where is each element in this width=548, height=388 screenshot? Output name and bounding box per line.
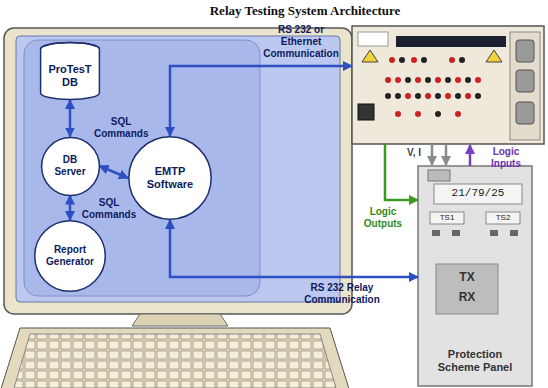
circle-shape — [41, 137, 99, 195]
edge-label: SQL Commands — [80, 197, 138, 221]
jack — [445, 77, 451, 83]
test-set — [352, 26, 544, 144]
node-text: DB Server — [48, 154, 92, 178]
side-panel — [510, 32, 540, 140]
jack — [425, 93, 431, 99]
jack — [475, 93, 481, 99]
ts-box — [486, 212, 520, 224]
monitor-bezel — [4, 28, 352, 314]
jack — [385, 77, 391, 83]
jack — [435, 93, 441, 99]
jack — [455, 93, 461, 99]
cylinder-body — [41, 43, 100, 100]
logic-input-wire — [469, 145, 472, 166]
jack — [405, 93, 411, 99]
jack — [475, 77, 481, 83]
relay-panel — [418, 166, 532, 386]
jack — [445, 93, 451, 99]
jack — [465, 77, 471, 83]
jack — [435, 111, 441, 117]
jack — [395, 111, 401, 117]
signal-wires — [170, 66, 470, 200]
vi-arrow — [445, 144, 448, 165]
monitor — [4, 28, 352, 326]
node-text: Protection Scheme Panel — [427, 348, 523, 374]
panel-window — [428, 170, 450, 181]
panel-switch — [452, 230, 460, 236]
node-text: Report Generator — [42, 244, 98, 268]
vi-arrow — [431, 144, 434, 165]
jack — [415, 93, 421, 99]
signal-label: Logic Outputs — [352, 206, 414, 230]
port-connector — [516, 102, 534, 124]
panel-body — [418, 166, 532, 386]
terminal-label: TS1 — [430, 213, 464, 223]
test-set-logo — [358, 32, 388, 46]
jack — [455, 77, 461, 83]
jack — [385, 93, 391, 99]
jack — [405, 77, 411, 83]
edge-label: RS 232 Relay Communication — [280, 282, 404, 306]
jack — [395, 77, 401, 83]
terminal-label: TS2 — [486, 213, 520, 223]
ts-box — [430, 212, 464, 224]
keyboard-body — [0, 328, 350, 388]
comm-label: TX — [437, 270, 497, 284]
panel-display — [434, 184, 522, 204]
jack — [421, 57, 427, 63]
power-switch — [358, 104, 374, 120]
relay-display-text: 21/79/25 — [436, 187, 520, 200]
jack — [435, 77, 441, 83]
jack — [425, 77, 431, 83]
jack — [455, 111, 461, 117]
jack — [465, 93, 471, 99]
jack — [395, 93, 401, 99]
keyboard — [0, 328, 350, 388]
monitor-screen — [16, 36, 340, 302]
test-set-display — [396, 36, 506, 47]
jack — [459, 57, 465, 63]
ethernet-link — [170, 66, 352, 136]
connector — [69, 100, 72, 137]
jack — [415, 111, 421, 117]
connector — [69, 196, 72, 221]
node-text: EMTP Software — [137, 165, 203, 191]
port-connector — [516, 70, 534, 92]
database-cylinder: ProTesT DB — [40, 42, 100, 100]
warning-triangle — [486, 50, 502, 62]
jack — [415, 77, 421, 83]
keyboard-keys — [14, 334, 336, 388]
signal-label: V, I — [400, 147, 428, 159]
test-set-case — [352, 26, 544, 144]
port-connector — [516, 40, 534, 62]
panel-switch — [510, 230, 518, 236]
connector — [100, 166, 129, 178]
comm-label: RX — [437, 290, 497, 304]
screen-panel — [24, 40, 260, 296]
software-circle: EMTP Software — [128, 136, 212, 220]
report-circle: Report Generator — [34, 220, 106, 292]
signal-label: Logic Inputs — [477, 146, 535, 170]
link-label: RS 232 or Ethernet Communication — [258, 24, 344, 60]
edge-label: SQL Commands — [94, 116, 148, 140]
comm-module — [436, 264, 498, 314]
jacks — [385, 57, 481, 117]
diagram-title: Relay Testing System Architecture — [160, 3, 450, 19]
monitor-stand — [132, 314, 228, 326]
circle-shape — [129, 137, 211, 219]
circle-shape — [35, 221, 106, 292]
jack — [449, 57, 455, 63]
warning-triangle — [362, 50, 378, 62]
jack — [399, 57, 405, 63]
panel-switch — [490, 230, 498, 236]
cylinder-top — [41, 43, 100, 49]
jack — [389, 57, 395, 63]
jack — [411, 57, 417, 63]
node-text: ProTesT DB — [47, 63, 94, 89]
server-circle: DB Server — [41, 137, 100, 196]
panel-switch — [432, 230, 440, 236]
